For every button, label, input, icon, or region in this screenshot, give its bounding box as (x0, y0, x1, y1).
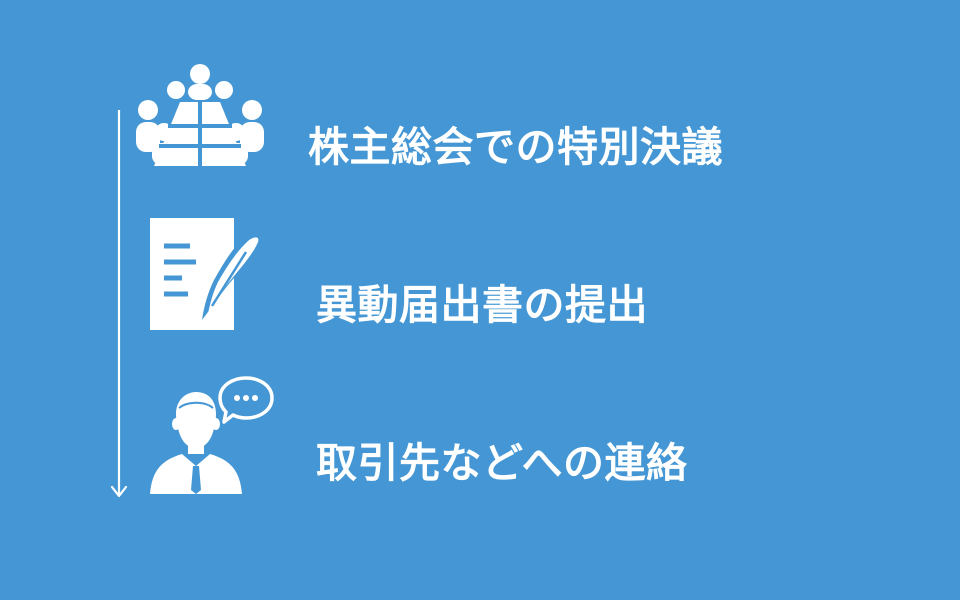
businessman-speech-icon (150, 376, 274, 494)
step-label-shareholders-resolution: 株主総会での特別決議 (308, 123, 723, 171)
meeting-table-icon (136, 64, 264, 168)
step-label-change-notification: 異動届出書の提出 (316, 281, 648, 329)
step-label-contact-partners: 取引先などへの連絡 (316, 439, 688, 487)
down-arrow-icon (110, 110, 128, 498)
document-pen-icon (150, 218, 263, 330)
